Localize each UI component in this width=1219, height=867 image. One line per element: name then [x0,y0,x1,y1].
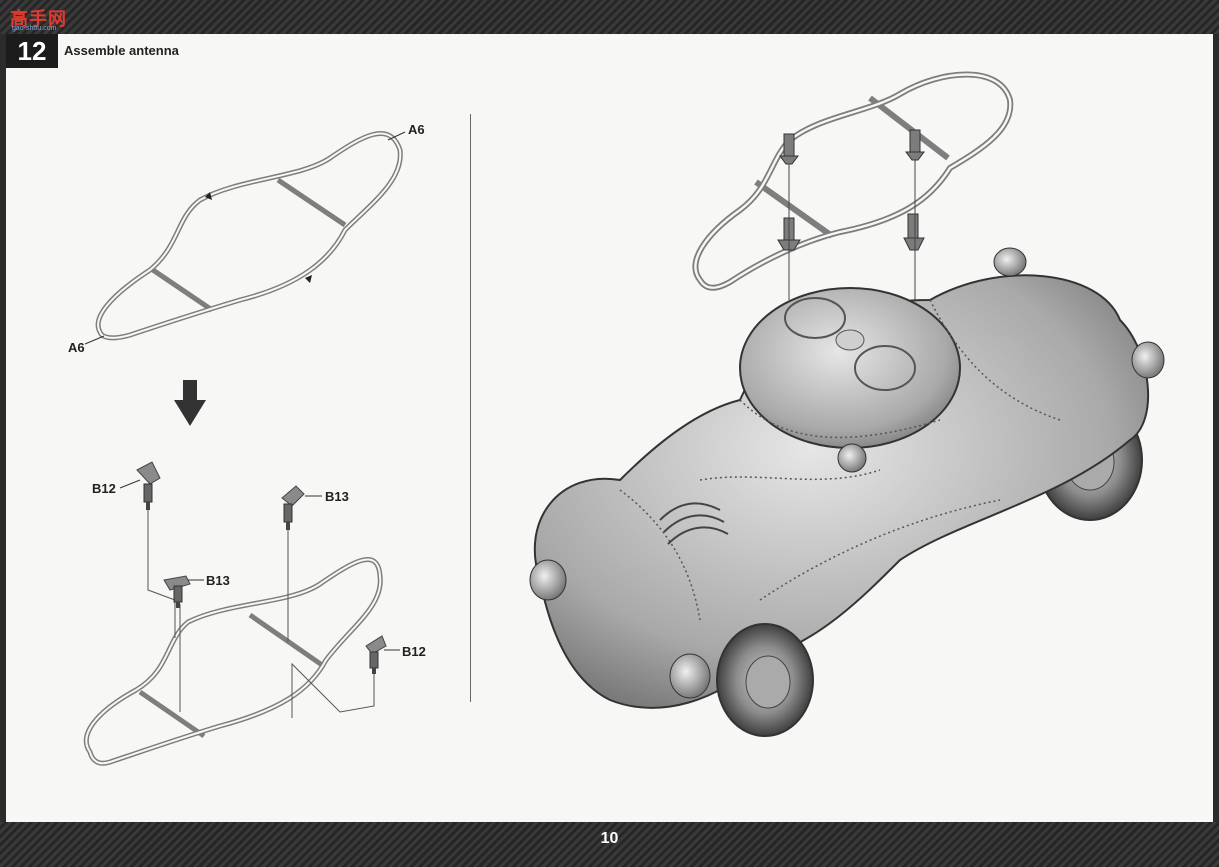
watermark-subtext: gao-shou.com [12,25,57,32]
armored-car-illustration [529,247,1165,737]
step-number-badge: 12 [6,34,58,68]
label-b12-right: B12 [402,644,426,659]
bottom-band [0,822,1219,867]
part-b12-left [136,461,161,510]
part-b13-lower [163,575,191,608]
down-arrow-icon [174,380,206,426]
watermark-logo: 高手网 gao-shou.com [6,4,72,32]
panel-divider [470,114,471,702]
top-band [0,0,1219,34]
label-b13-upper: B13 [325,489,349,504]
page-number: 10 [600,830,619,847]
antenna-frame-assembly [83,557,383,766]
step-title: Assemble antenna [64,43,179,58]
label-a6-bottom: A6 [68,340,85,355]
part-b13-upper [281,485,305,530]
label-b13-lower: B13 [206,573,230,588]
part-b12-right [365,635,387,674]
antenna-frame-right [692,71,1014,291]
label-a6-top: A6 [408,122,425,137]
watermark-text: 高手网 [10,9,67,29]
label-b12-left: B12 [92,481,116,496]
antenna-frame-a6-top [95,131,403,341]
